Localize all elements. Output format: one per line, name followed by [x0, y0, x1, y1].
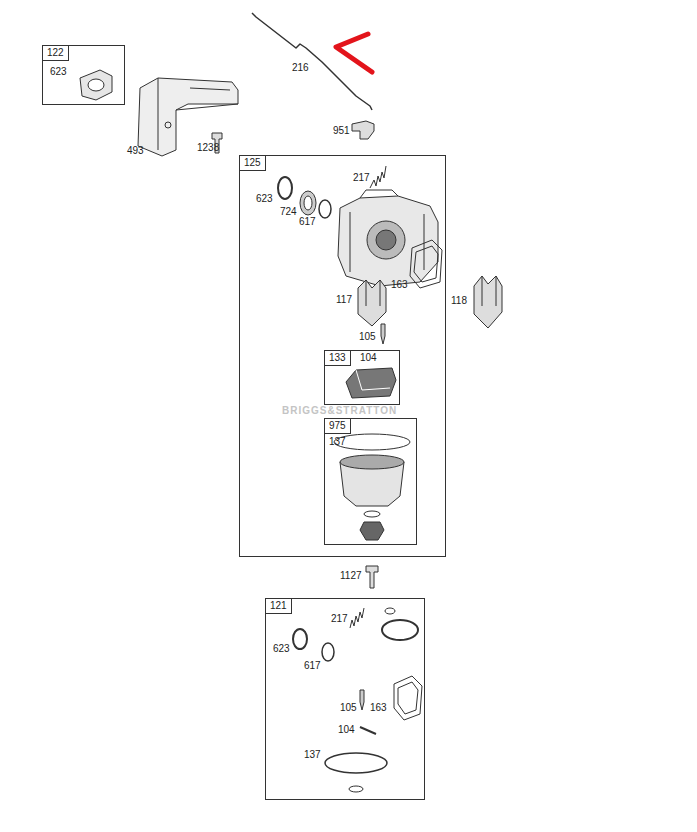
shutoff-valve	[358, 280, 386, 326]
callout-number: 617	[304, 661, 321, 671]
pointer-arrow	[336, 34, 372, 72]
kit-box: 133 104	[324, 350, 400, 405]
spring	[350, 608, 364, 628]
o-ring	[293, 629, 307, 649]
link-cap	[352, 121, 374, 139]
ring	[385, 608, 395, 614]
callout-number: 216	[292, 63, 309, 73]
carburetor-throat	[367, 221, 405, 259]
washer	[349, 786, 363, 792]
mount-bracket	[138, 78, 238, 156]
float-edge	[356, 370, 390, 390]
float	[346, 368, 396, 398]
carburetor-edge	[350, 190, 424, 272]
flange-part	[80, 70, 112, 100]
callout-number: 118	[451, 296, 467, 306]
carburetor-bore	[376, 230, 396, 250]
callout-number: 617	[299, 217, 316, 227]
callout-number: 105	[340, 703, 357, 713]
washer	[364, 511, 380, 517]
spring	[370, 166, 386, 188]
valve-edge	[482, 276, 496, 306]
bracket-hole	[165, 122, 171, 128]
watermark: BRIGGS&STRATTON	[282, 406, 397, 416]
carburetor-body	[338, 196, 438, 286]
kit-box: 125217623724617163117105133104975137	[239, 155, 446, 557]
shutoff-valve	[474, 276, 502, 328]
needle	[360, 690, 364, 710]
kit-box: 975137	[324, 418, 417, 545]
callout-number: 104	[338, 725, 355, 735]
callout-number: 163	[391, 280, 408, 290]
seal-hole	[304, 196, 312, 210]
callout-number: 623	[50, 67, 67, 77]
bracket-edge	[158, 78, 238, 150]
callout-number: 951	[333, 126, 350, 136]
gasket	[394, 676, 422, 720]
callout-number: 493	[127, 146, 144, 156]
bolt	[366, 566, 378, 588]
kit-number: 133	[325, 351, 351, 366]
callout-number: 104	[360, 353, 377, 363]
kit-number: 122	[43, 46, 69, 61]
callout-number: 117	[336, 295, 352, 305]
bowl-nut	[360, 522, 384, 540]
flange-hole	[88, 79, 104, 91]
callout-number: 1127	[340, 571, 362, 581]
gasket	[410, 240, 442, 288]
o-ring	[322, 643, 334, 661]
needle	[381, 324, 385, 344]
gasket	[414, 246, 438, 282]
kit-box: 121 217 623 617 105 163 104 137	[265, 598, 425, 800]
kit-number: 975	[325, 419, 351, 434]
callout-number: 217	[353, 173, 370, 183]
kit-number: 121	[266, 599, 292, 614]
o-ring	[278, 177, 292, 199]
link-wire	[252, 13, 372, 110]
callout-number: 105	[359, 332, 376, 342]
callout-number: 724	[280, 207, 297, 217]
callout-number: 623	[256, 194, 273, 204]
callout-number: 137	[304, 750, 321, 760]
pin	[360, 727, 376, 734]
kit-box: 122 623	[42, 45, 125, 105]
bowl-rim	[340, 455, 404, 469]
gasket	[398, 682, 418, 714]
callout-number: 1238	[197, 143, 219, 153]
callout-number: 163	[370, 703, 387, 713]
callout-number: 623	[273, 644, 290, 654]
valve-edge	[366, 280, 380, 306]
callout-number: 137	[329, 437, 346, 447]
o-ring	[319, 200, 331, 218]
bowl-gasket	[325, 753, 387, 773]
callout-number: 217	[331, 614, 348, 624]
o-ring	[382, 620, 418, 640]
seal-ring	[300, 191, 316, 215]
kit-number: 125	[240, 156, 266, 171]
